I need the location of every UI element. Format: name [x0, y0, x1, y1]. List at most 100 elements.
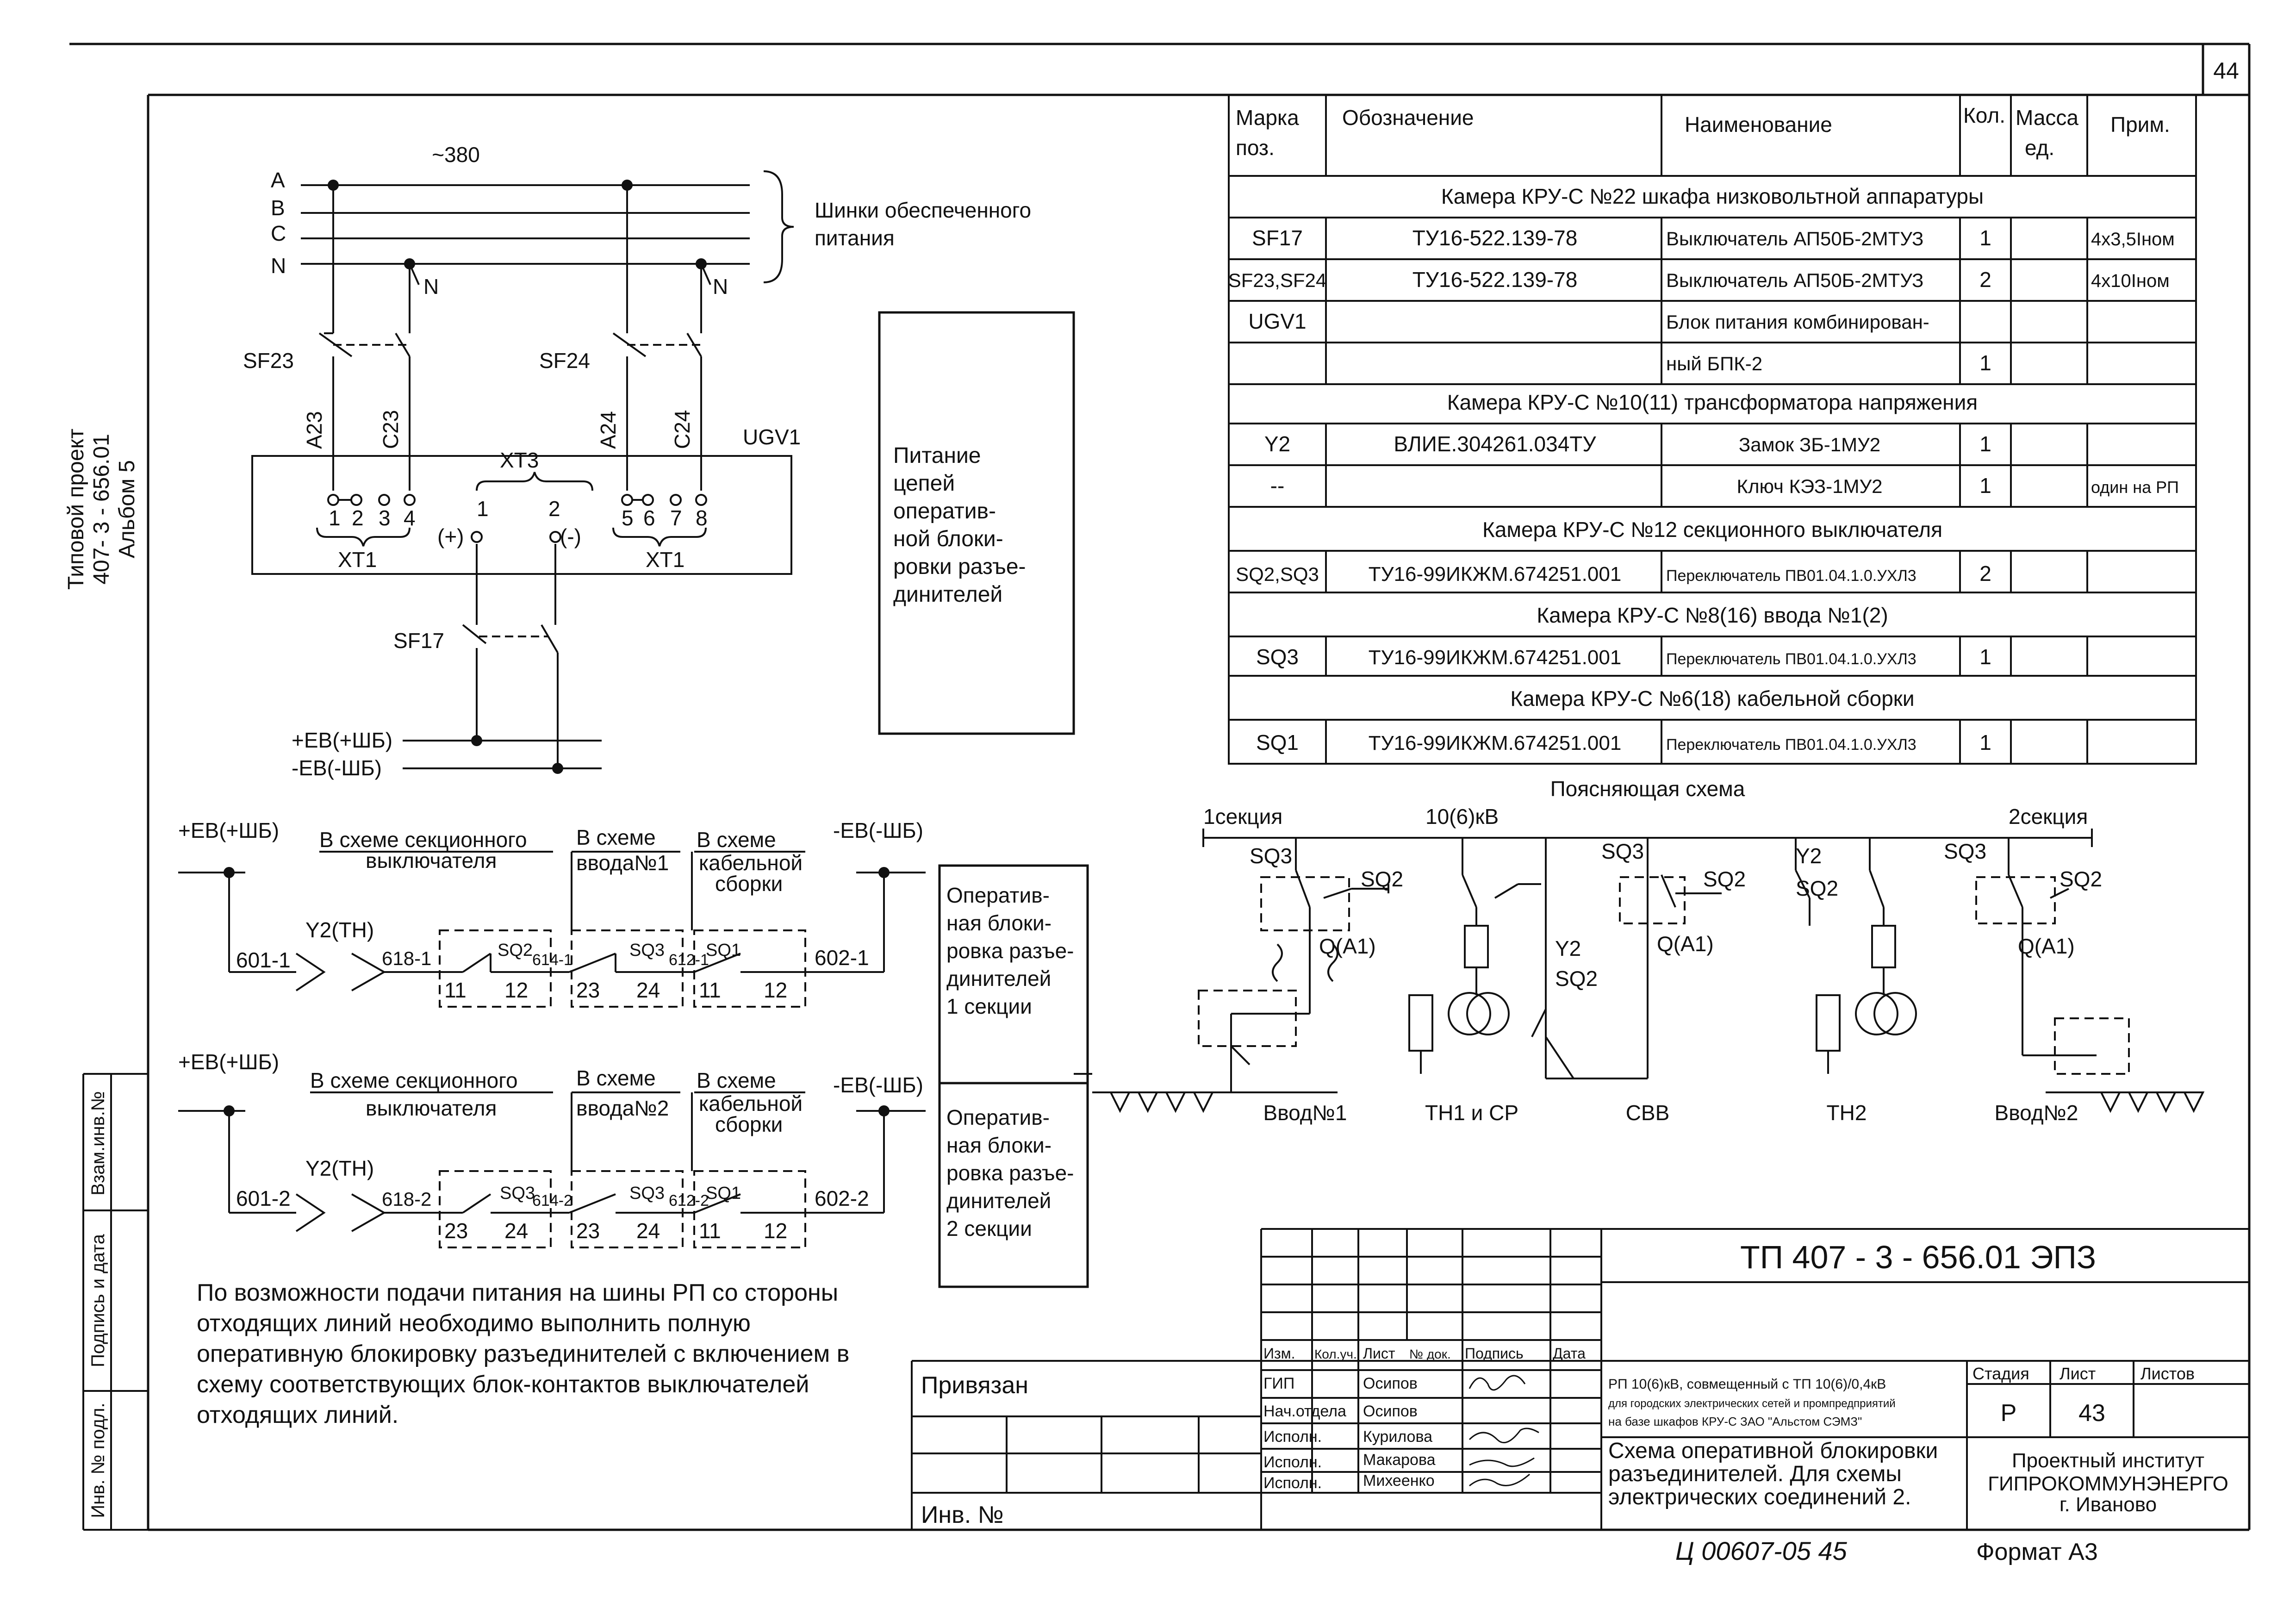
th2-label: ТН2 — [1827, 1101, 1867, 1125]
b-vvod-1: В схеме — [576, 1066, 656, 1090]
vvod2-label: Ввод№2 — [1995, 1101, 2078, 1125]
cell: один на РП — [2091, 478, 2179, 497]
cell: ТУ16-522.139-78 — [1412, 226, 1578, 250]
blocking-junctions — [224, 867, 890, 1116]
box1-line: 1 секции — [946, 994, 1032, 1018]
b-cab-1: В схеме — [697, 1068, 776, 1092]
vvod1-label: Ввод№1 — [1263, 1101, 1347, 1125]
th-qty: Кол. — [1963, 103, 2005, 127]
inv-label: Инв. № — [921, 1502, 1003, 1528]
th-mark-2: поз. — [1236, 136, 1275, 160]
box2-line: ровка разъе- — [946, 1161, 1074, 1185]
note-line: отходящих линий необходимо выполнить пол… — [197, 1310, 751, 1337]
handwritten-code: Ц 00607-05 45 — [1675, 1536, 1848, 1565]
supply-schematic — [251, 170, 794, 769]
b-vvod-a: ввода№1 — [576, 851, 669, 875]
supply-terminals — [327, 494, 707, 543]
box2-line: Оператив- — [946, 1105, 1050, 1129]
box1-line: динителей — [946, 966, 1051, 991]
power-box-line: Питание — [893, 443, 981, 468]
cell: 1 — [1979, 432, 1991, 456]
b-sq1: SQ1 — [706, 1184, 741, 1203]
doc-code: ТП 407 - 3 - 656.01 ЭПЗ — [1740, 1239, 2096, 1275]
b-sq3a: SQ3 — [500, 1184, 535, 1203]
xt3-term-1: 1 — [477, 497, 489, 521]
blocking-labels: +EB(+ШБ) -EB(-ШБ) В схеме секционного вы… — [178, 818, 1074, 1243]
xt1-label-right: XT1 — [646, 548, 684, 572]
spec-table-text: Марка поз. Обозначение Наименование Кол.… — [1228, 103, 2179, 754]
th-designation: Обозначение — [1342, 106, 1474, 130]
section-title: Камера КРУ-С №22 шкафа низковольтной апп… — [1441, 184, 1984, 208]
left-strip — [82, 1073, 148, 1531]
b-t: 23 — [444, 1219, 468, 1243]
cell: ТУ16-522.139-78 — [1412, 268, 1578, 292]
signature-scribbles — [1468, 1375, 1539, 1487]
y2-label: Y2 — [1796, 844, 1822, 868]
box2-line: динителей — [946, 1189, 1051, 1213]
power-box-line: ной блоки- — [893, 527, 1003, 551]
role: Исполн. — [1263, 1428, 1322, 1446]
voltage-label: ~380 — [432, 143, 480, 167]
box1-line: Оператив- — [946, 883, 1050, 907]
cell: ный БПК-2 — [1666, 353, 1762, 374]
th-mass-1: Масса — [2016, 106, 2078, 130]
role: Исполн. — [1263, 1453, 1322, 1471]
th-mark-1: Марка — [1236, 106, 1299, 130]
person: Осипов — [1363, 1375, 1418, 1392]
sq2-label: SQ2 — [1703, 867, 1746, 891]
project-3: на базе шкафов КРУ-С ЗАО "Альстом СЭМЗ" — [1608, 1415, 1862, 1428]
cell: Y2 — [1264, 432, 1290, 456]
explain-labels: Поясняющая схема 1секция 10(6)кВ 2секция… — [1203, 777, 2102, 1125]
b-618: 618-1 — [382, 947, 431, 969]
b-t: 23 — [576, 978, 600, 1002]
sq2-label: SQ2 — [2060, 867, 2102, 891]
bus-n: N — [271, 254, 286, 278]
section-title: Камера КРУ-С №6(18) кабельной сборки — [1510, 686, 1914, 711]
term-7: 7 — [670, 506, 682, 530]
cell: Переключатель ПВ01.04.1.0.УХЛ3 — [1666, 650, 1916, 668]
cell: 1 — [1979, 730, 1991, 754]
wire-a23: A23 — [302, 411, 326, 449]
plus-label: (+) — [437, 524, 464, 549]
term-5: 5 — [622, 506, 634, 530]
cell: SQ2,SQ3 — [1236, 563, 1319, 585]
qa1-label: Q(A1) — [1319, 934, 1376, 958]
b-t: 11 — [699, 1219, 721, 1243]
section-title: Камера КРУ-С №8(16) ввода №1(2) — [1537, 603, 1888, 627]
person: Осипов — [1363, 1403, 1418, 1420]
cell: 1 — [1979, 351, 1991, 375]
person: Макарова — [1363, 1451, 1436, 1469]
th-note: Прим. — [2110, 112, 2170, 137]
cell: 1 — [1979, 474, 1991, 498]
b-y2th: Y2(TH) — [305, 1156, 374, 1180]
b-t: 11 — [699, 978, 721, 1002]
section-title: Камера КРУ-С №10(11) трансформатора напр… — [1447, 390, 1978, 414]
cell: Выключатель АП50Б-2МТУЗ — [1666, 269, 1923, 291]
b-sect-2: выключателя — [366, 848, 497, 873]
cell: UGV1 — [1248, 309, 1306, 333]
role: ГИП — [1263, 1375, 1294, 1392]
sheet-number: 44 — [2213, 58, 2239, 84]
b-602: 602-1 — [815, 946, 869, 970]
bus-b: B — [271, 196, 285, 220]
b-vvod-1: В схеме — [576, 825, 656, 849]
cell: SF23,SF24 — [1228, 269, 1326, 291]
b-618: 618-2 — [382, 1188, 431, 1210]
b-y2th: Y2(TH) — [305, 918, 374, 942]
b-cab-3: сборки — [715, 1112, 783, 1136]
sq3-label: SQ3 — [1601, 839, 1644, 863]
privyazan-label: Привязан — [921, 1372, 1028, 1399]
cell: ТУ16-99ИКЖМ.674251.001 — [1369, 646, 1622, 669]
b-ev-minus: -EB(-ШБ) — [833, 818, 923, 842]
qa1-label: Q(A1) — [1657, 932, 1714, 956]
th1-label: ТН1 и СР — [1425, 1101, 1518, 1125]
cell: 4х10Iном — [2091, 271, 2170, 291]
sf17-label: SF17 — [393, 629, 444, 653]
b-sect-1: В схеме секционного — [319, 828, 527, 852]
note-paragraph: По возможности подачи питания на шины РП… — [197, 1278, 868, 1430]
xt1-label-left: XT1 — [338, 548, 377, 572]
sheets-header: Листов — [2140, 1364, 2195, 1383]
person: Михеенко — [1363, 1472, 1435, 1490]
b-sq2: SQ2 — [498, 941, 533, 960]
b-sect-2: выключателя — [366, 1096, 497, 1120]
